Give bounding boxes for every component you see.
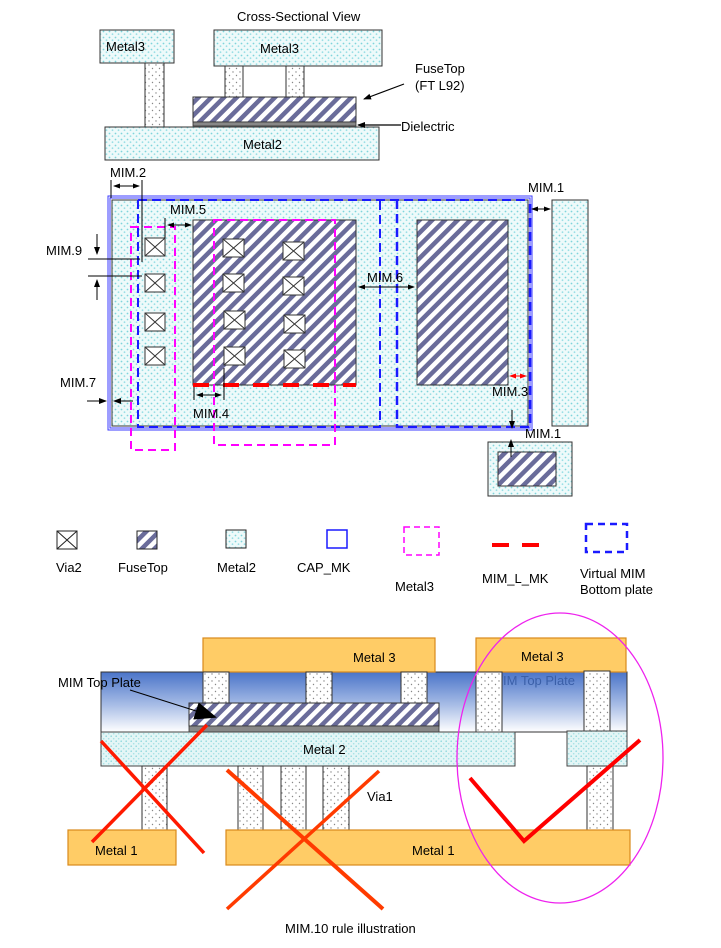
cap-mk-icon — [326, 529, 348, 549]
legend-label-via2: Via2 — [56, 560, 82, 575]
metal3-orange-right-label: Metal 3 — [521, 649, 564, 664]
metal2-label: Metal2 — [243, 137, 282, 152]
legend-item-cap-mk: CAP_MK — [297, 529, 351, 575]
legend-label-metal3: Metal3 — [395, 579, 434, 594]
via-mid-2 — [285, 65, 305, 98]
metal2-cs-label: Metal 2 — [303, 742, 346, 757]
via2-array-fusetop — [222, 238, 306, 369]
cross-section-title: Cross-Sectional View — [237, 9, 361, 24]
via2-cs-3 — [400, 671, 428, 704]
legend-item-mim-l-mk: MIM_L_MK — [482, 543, 549, 586]
fusetop-arrow-icon — [363, 83, 405, 100]
valid-region-ellipse — [456, 612, 664, 904]
mim5-label: MIM.5 — [170, 202, 206, 217]
dielectric-layer — [192, 121, 357, 127]
legend-label-cap-mk: CAP_MK — [297, 560, 351, 575]
fusetop-small — [497, 451, 557, 487]
invalid-x-icon-center — [225, 768, 385, 911]
via2-cs-right-1 — [475, 671, 503, 734]
fusetop-right — [416, 219, 509, 386]
legend-label-metal2: Metal2 — [217, 560, 256, 575]
mim10-caption: MIM.10 rule illustration — [285, 921, 416, 936]
metal1-right-label: Metal 1 — [412, 843, 455, 858]
layout-view: MIM.2 MIM.5 MIM.9 MIM.7 MIM.4 MIM.6 MIM.… — [46, 165, 589, 497]
legend-item-metal2: Metal2 — [217, 529, 256, 575]
metal2-strip-right — [551, 199, 589, 427]
via-mid-1 — [224, 65, 244, 98]
virtual-mim-bottom-plate-right — [395, 200, 532, 429]
mim9-label: MIM.9 — [46, 243, 82, 258]
metal3-orange-right — [475, 637, 627, 673]
metal3-left-block — [99, 29, 175, 64]
legend-label-fusetop: FuseTop — [118, 560, 168, 575]
via-left — [144, 62, 165, 128]
mim-top-plate-label: MIM Top Plate — [58, 675, 141, 690]
via2-cs-right-2 — [583, 670, 611, 733]
mim-top-plate-faint-label: IM Top Plate — [503, 673, 575, 688]
cross-section-view: Cross-Sectional View Metal3 Metal3 Metal… — [99, 9, 465, 161]
mim-dielectric — [188, 725, 440, 733]
legend-label-virtual-mim-1: Virtual MIM — [580, 566, 646, 581]
via1-label: Via1 — [367, 789, 393, 804]
virtual-mim-bottom-plate-left — [137, 200, 381, 428]
mim7-label: MIM.7 — [60, 375, 96, 390]
mim2-label: MIM.2 — [110, 165, 146, 180]
metal3-right-outline — [213, 219, 336, 446]
metal3-orange-left-label: Metal 3 — [353, 650, 396, 665]
mim-top-plate-arrow-icon — [129, 689, 217, 720]
fusetop-icon — [136, 530, 158, 550]
legend-label-mim-l-mk: MIM_L_MK — [482, 571, 549, 586]
fusetop-label-2: (FT L92) — [415, 78, 465, 93]
mim4-label: MIM.4 — [193, 406, 229, 421]
fusetop-main — [192, 219, 357, 386]
legend-item-fusetop: FuseTop — [118, 530, 168, 575]
metal2-block — [104, 126, 380, 161]
fusetop-plate — [192, 96, 357, 123]
valid-checkmark-icon — [468, 738, 642, 844]
virtual-mim-icon — [584, 522, 629, 554]
legend-label-virtual-mim-2: Bottom plate — [580, 582, 653, 597]
metal3-right-label: Metal3 — [260, 41, 299, 56]
cap-mk-outline — [107, 195, 533, 431]
metal1-left-label: Metal 1 — [95, 843, 138, 858]
metal3-icon — [403, 526, 440, 556]
dielectric-label: Dielectric — [401, 119, 455, 134]
mim10-illustration: Metal 3 Metal 3 IM Top Plate MIM Top Pla… — [58, 612, 664, 936]
via2-column-left — [144, 237, 166, 366]
mim1-top-label: MIM.1 — [528, 180, 564, 195]
metal3-orange-left — [202, 637, 436, 673]
mim-top-plate — [188, 702, 440, 727]
fusetop-label-1: FuseTop — [415, 61, 465, 76]
metal3-right-block — [213, 29, 383, 67]
legend-item-virtual-mim: Virtual MIM Bottom plate — [580, 522, 653, 597]
legend-item-via2: Via2 — [56, 530, 82, 575]
metal3-left-label: Metal3 — [106, 39, 145, 54]
via2-icon — [56, 530, 78, 550]
legend-item-metal3: Metal3 — [395, 526, 440, 594]
metal2-icon — [225, 529, 247, 549]
via2-cs-2 — [305, 671, 333, 704]
mim1-bottom-label: MIM.1 — [525, 426, 561, 441]
mim3-label: MIM.3 — [492, 384, 528, 399]
via2-cs-1 — [202, 671, 230, 704]
invalid-x-icon-left — [90, 723, 209, 855]
metal1-left — [67, 829, 177, 866]
legend: Via2 FuseTop Metal2 CAP_MK Metal3 MIM_L_… — [56, 522, 653, 597]
mim6-label: MIM.6 — [367, 270, 403, 285]
metal3-left-outline — [130, 226, 176, 451]
